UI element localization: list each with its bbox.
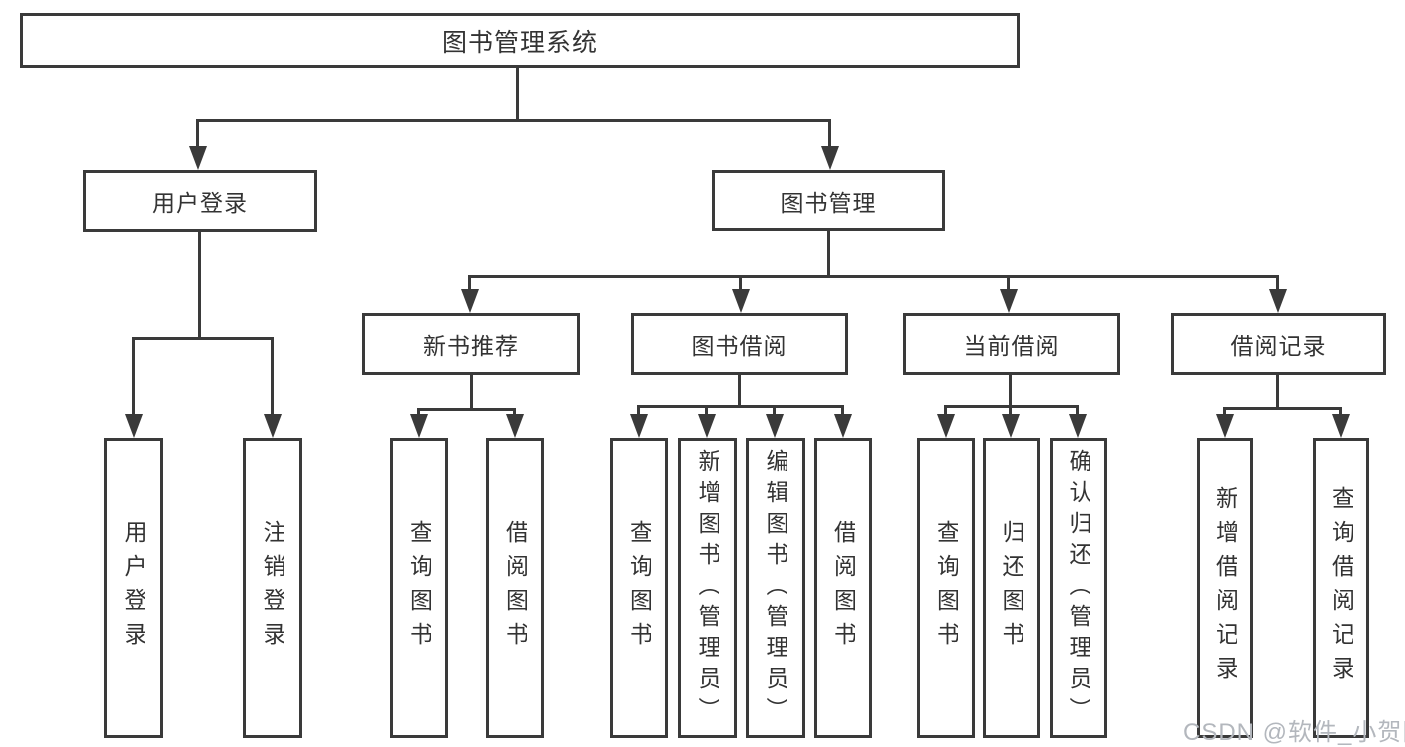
connector-borrowing-records-crossbar [1223, 407, 1342, 410]
leaf-user-login-label: 用户登录 [122, 520, 145, 656]
connector-drop-confirm-return [1076, 405, 1079, 418]
arrow-to-confirm-return [1069, 414, 1087, 438]
connector-drop-borrow-books-borrowing [841, 405, 844, 418]
leaf-query-books-borrowing-label: 查询图书 [627, 520, 651, 656]
leaf-borrow-books-recommend: 借阅图书 [486, 438, 544, 738]
connector-drop-query-books-current [944, 405, 947, 418]
connector-drop-query-borrow-record [1339, 407, 1342, 418]
node-current-borrowing: 当前借阅 [903, 313, 1120, 375]
connector-root-stem [516, 68, 519, 119]
arrow-to-borrowing-records [1269, 289, 1287, 313]
leaf-add-borrow-record-label: 新增借阅记录 [1213, 486, 1237, 690]
leaf-user-login: 用户登录 [104, 438, 163, 738]
node-borrowing-records: 借阅记录 [1171, 313, 1386, 375]
connector-borrowing-records-stem [1276, 375, 1279, 407]
arrow-to-query-books-current [937, 414, 955, 438]
leaf-edit-books-admin: 编辑图书（管理员） [746, 438, 805, 738]
leaf-query-books-borrowing: 查询图书 [610, 438, 668, 738]
connector-book-management-crossbar [468, 275, 1279, 278]
arrow-to-query-borrow-record [1332, 414, 1350, 438]
connector-root-crossbar [197, 119, 831, 122]
connector-drop-leaf-user-login [132, 337, 135, 419]
connector-drop-edit-books-admin [773, 405, 776, 418]
connector-drop-return-books [1009, 405, 1012, 418]
node-user-login: 用户登录 [83, 170, 317, 232]
connector-drop-add-borrow-record [1223, 407, 1226, 418]
leaf-confirm-return-admin-label: 确认归还（管理员） [1067, 448, 1090, 728]
leaf-query-books-current: 查询图书 [917, 438, 975, 738]
arrow-to-book-management [821, 146, 839, 170]
leaf-add-borrow-record: 新增借阅记录 [1197, 438, 1253, 738]
connector-drop-book-management [828, 119, 831, 150]
leaf-add-books-admin-label: 新增图书（管理员） [696, 448, 719, 728]
arrow-to-leaf-user-login [125, 414, 143, 438]
node-new-book-recommendation: 新书推荐 [362, 313, 580, 375]
arrow-to-current-borrowing [1000, 289, 1018, 313]
connector-new-book-stem [470, 375, 473, 408]
arrow-to-query-books-recommend [410, 414, 428, 438]
arrow-to-book-borrowing [732, 289, 750, 313]
node-book-borrowing: 图书借阅 [631, 313, 848, 375]
connector-drop-leaf-logout [271, 337, 274, 419]
leaf-logout-label: 注销登录 [261, 520, 284, 656]
connector-book-borrowing-crossbar [637, 405, 844, 408]
connector-book-borrowing-stem [738, 375, 741, 405]
connector-drop-new-book [468, 275, 471, 294]
connector-drop-book-borrowing [739, 275, 742, 294]
connector-user-login-crossbar [132, 337, 274, 340]
leaf-logout: 注销登录 [243, 438, 302, 738]
connector-drop-current-borrowing [1007, 275, 1010, 294]
connector-current-borrowing-stem [1009, 375, 1012, 405]
arrow-to-user-login [189, 146, 207, 170]
arrow-to-add-books-admin [698, 414, 716, 438]
connector-drop-user-login [196, 119, 199, 150]
connector-user-login-stem [198, 232, 201, 337]
connector-drop-add-books-admin [705, 405, 708, 418]
arrow-to-return-books [1002, 414, 1020, 438]
arrow-to-edit-books-admin [766, 414, 784, 438]
arrow-to-leaf-logout [264, 414, 282, 438]
leaf-return-books-label: 归还图书 [1000, 520, 1023, 656]
leaf-return-books: 归还图书 [983, 438, 1040, 738]
leaf-confirm-return-admin: 确认归还（管理员） [1050, 438, 1107, 738]
leaf-borrow-books-recommend-label: 借阅图书 [503, 520, 527, 656]
arrow-to-borrow-books-recommend [506, 414, 524, 438]
leaf-query-books-recommend-label: 查询图书 [407, 520, 431, 656]
connector-new-book-crossbar [417, 408, 516, 411]
arrow-to-new-book [461, 289, 479, 313]
connector-drop-borrowing-records [1276, 275, 1279, 294]
node-library-management-system: 图书管理系统 [20, 13, 1020, 68]
arrow-to-add-borrow-record [1216, 414, 1234, 438]
connector-drop-query-books-recommend [417, 408, 420, 418]
leaf-query-borrow-record-label: 查询借阅记录 [1329, 486, 1353, 690]
connector-drop-borrow-books-recommend [513, 408, 516, 418]
leaf-query-borrow-record: 查询借阅记录 [1313, 438, 1369, 738]
leaf-query-books-recommend: 查询图书 [390, 438, 448, 738]
connector-drop-query-books-borrowing [637, 405, 640, 418]
node-book-management: 图书管理 [712, 170, 945, 231]
connector-book-management-stem [827, 231, 830, 275]
arrow-to-borrow-books-borrowing [834, 414, 852, 438]
leaf-borrow-books-borrowing: 借阅图书 [814, 438, 872, 738]
leaf-borrow-books-borrowing-label: 借阅图书 [831, 520, 855, 656]
arrow-to-query-books-borrowing [630, 414, 648, 438]
leaf-edit-books-admin-label: 编辑图书（管理员） [764, 448, 787, 728]
leaf-add-books-admin: 新增图书（管理员） [678, 438, 737, 738]
leaf-query-books-current-label: 查询图书 [934, 520, 958, 656]
